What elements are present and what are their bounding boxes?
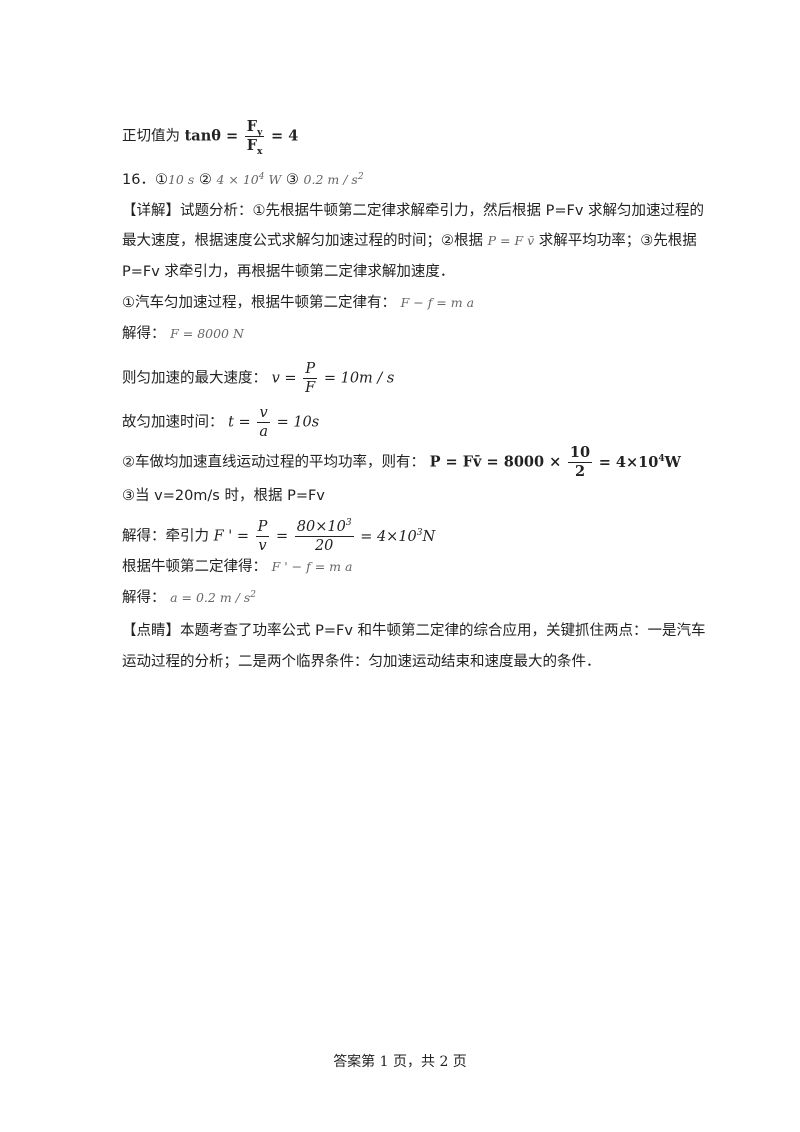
detail-line-2: 最大速度，根据速度公式求解匀加速过程的时间；②根据 P = F v̄ 求解平均功… — [122, 233, 697, 249]
answer-1: 10 s — [167, 172, 195, 187]
step-3-line: ③当 v=20m/s 时，根据 P=Fv — [122, 488, 325, 504]
remark-line-1: 【点睛】本题考查了功率公式 P=Fv 和牛顿第二定律的综合应用，关键抓住两点：一… — [122, 623, 706, 639]
time-line: 故匀加速时间： t = v a = 10s — [122, 405, 320, 440]
question-number: 16．① — [122, 172, 168, 188]
tangent-label: 正切值为 — [122, 128, 180, 145]
tangent-rhs: = 4 — [271, 127, 299, 145]
power-fraction: 10 2 — [567, 444, 593, 480]
time-fraction: v a — [257, 405, 270, 440]
traction-line: 解得：牵引力 F ' = P v = 80×103 20 = 4×103N — [122, 518, 436, 554]
page-footer: 答案第 1 页，共 2 页 — [333, 1054, 467, 1070]
newton-again-line: 根据牛顿第二定律得： F ' − f = m a — [122, 559, 353, 575]
remark-line-2: 运动过程的分析；二是两个临界条件：匀加速运动结束和速度最大的条件． — [122, 654, 601, 670]
detail-tag: 【详解】 — [122, 203, 180, 219]
solve-force-line: 解得： F = 8000 N — [122, 326, 244, 342]
tangent-line: 正切值为 tanθ = Fy Fx = 4 — [122, 118, 299, 157]
tangent-fraction: Fy Fx — [244, 118, 265, 157]
answer-3: 0.2 m / s2 — [303, 171, 364, 187]
newton-formula-2: F ' − f = m a — [271, 559, 353, 574]
newton-formula: F − f = m a — [400, 295, 475, 310]
detail-line-1: 【详解】试题分析：①先根据牛顿第二定律求解牵引力，然后根据 P=Fv 求解匀加速… — [122, 203, 705, 219]
acceleration-result: a = 0.2 m / s2 — [170, 589, 256, 605]
step-1-line: ①汽车匀加速过程，根据牛顿第二定律有： F − f = m a — [122, 295, 475, 311]
answer-2: 4 × 104 W — [216, 171, 282, 187]
average-power-line: ②车做均加速直线运动过程的平均功率，则有： P = Fv̄ = 8000 × 1… — [122, 444, 681, 480]
traction-fraction-2: 80×103 20 — [294, 518, 354, 554]
force-result: F = 8000 N — [170, 326, 244, 341]
traction-fraction-1: P v — [255, 519, 270, 554]
remark-tag: 【点睛】 — [122, 623, 180, 639]
question-16-answers: 16．①10 s ② 4 × 104 W ③ 0.2 m / s2 — [122, 171, 364, 188]
speed-fraction: P F — [303, 361, 318, 396]
max-speed-line: 则匀加速的最大速度： v = P F = 10m / s — [122, 361, 395, 396]
acceleration-line: 解得： a = 0.2 m / s2 — [122, 589, 256, 606]
tangent-lhs: tanθ = — [184, 127, 239, 145]
detail-line-3: P=Fv 求牵引力，再根据牛顿第二定律求解加速度． — [122, 264, 455, 280]
average-power-formula: P = F v̄ — [487, 233, 535, 248]
